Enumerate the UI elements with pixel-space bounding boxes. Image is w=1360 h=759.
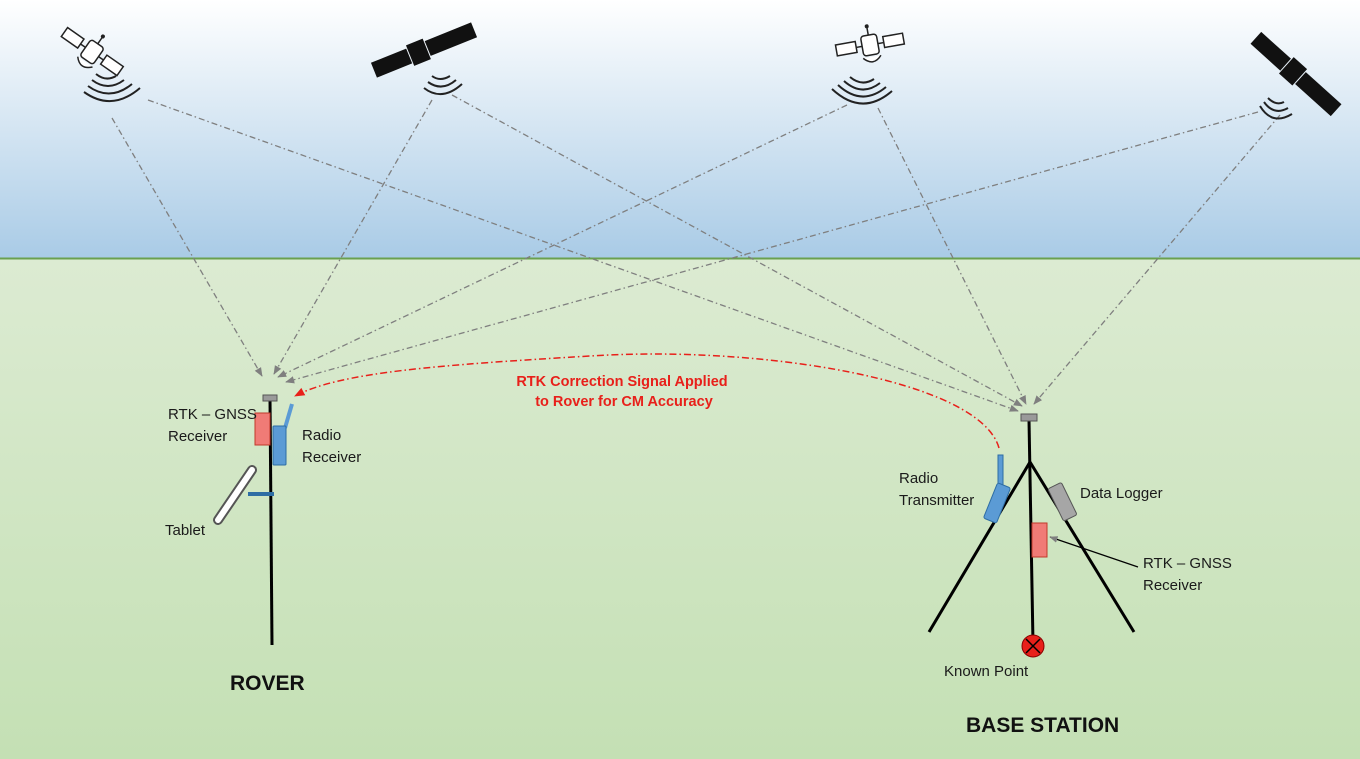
signal-line [1033,114,1281,405]
base-station: Radio Transmitter Data Logger RTK – GNSS… [899,413,1236,737]
satellite-dish-icon [831,24,906,105]
rover: RTK – GNSS Receiver Radio Receiver Table… [165,394,361,695]
rover-gnss-receiver-icon [254,412,271,446]
ground [0,258,1360,759]
rover-tablet-label: Tablet [165,522,206,539]
rover-title: ROVER [230,672,305,695]
known-point-label: Known Point [944,663,1029,680]
signal-line [285,111,1259,384]
signal-line [111,117,263,377]
data-logger-label: Data Logger [1080,485,1163,502]
signal-line [877,107,1027,405]
correction-signal-line2: to Rover for CM Accuracy [535,394,713,410]
satellite-icon [370,22,478,95]
data-logger-icon [1047,482,1077,522]
signal-line [451,94,1023,407]
rover-gnss-receiver-label: RTK – GNSS Receiver [168,406,261,445]
radio-transmitter-icon [983,454,1011,524]
rtk-correction-signal-arc [294,353,1000,449]
rover-antenna-icon [262,394,278,402]
satellite-icon [1250,31,1342,120]
tripod [927,419,1136,644]
rover-radio-receiver-label: Radio Receiver [302,427,361,466]
base-station-title: BASE STATION [966,714,1119,737]
known-point-icon [1021,634,1045,658]
signal-line [273,99,433,375]
sky [0,0,1360,258]
signal-line [277,104,848,378]
base-gnss-receiver-label: RTK – GNSS Receiver [1143,555,1236,594]
satellite-signal-lines [111,94,1281,412]
base-antenna-icon [1020,413,1038,422]
correction-signal-label: RTK Correction Signal Applied to Rover f… [516,374,731,410]
satellite-dish-icon [60,26,141,103]
base-gnss-receiver-icon [1031,522,1048,558]
rover-radio-receiver-icon [272,403,294,466]
signal-line [147,99,1019,412]
base-receiver-leader-line [1049,536,1139,568]
radio-transmitter-label: Radio Transmitter [899,470,974,509]
correction-signal-line1: RTK Correction Signal Applied [516,374,727,390]
tablet-icon [213,465,274,525]
